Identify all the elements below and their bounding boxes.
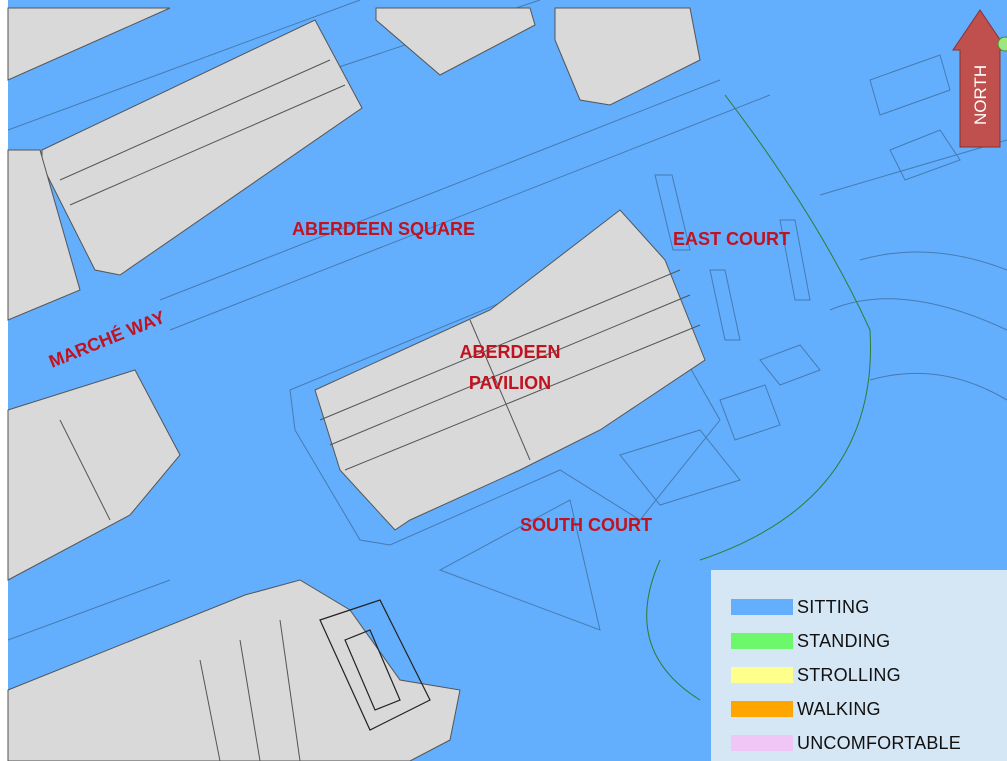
legend-item: UNCOMFORTABLE: [731, 726, 1007, 760]
island-ne-2: [889, 129, 961, 181]
legend-label: UNCOMFORTABLE: [797, 732, 961, 753]
roof-line: [199, 659, 221, 761]
roof-line: [344, 324, 701, 471]
legend-label: STROLLING: [797, 664, 901, 685]
curb-strip: [779, 219, 811, 301]
path-outline: [159, 79, 721, 301]
island-ne-1: [869, 54, 951, 116]
roof-line: [469, 319, 531, 461]
curb-strip: [654, 174, 691, 251]
building-nw-corner: [7, 7, 171, 81]
roof-line: [59, 59, 331, 181]
legend-item: STROLLING: [731, 658, 1007, 692]
road-curve: [819, 139, 1007, 196]
building-north-east: [554, 7, 701, 106]
north-arrow-label: NORTH: [971, 65, 990, 125]
label-pavilion-line2: PAVILION: [469, 373, 551, 393]
building-west: [7, 369, 181, 581]
legend-item: SITTING: [731, 590, 1007, 624]
legend-swatch-strolling: [731, 667, 793, 683]
roof-line: [329, 294, 691, 446]
roof-line: [59, 419, 111, 521]
legend-label: SITTING: [797, 596, 870, 617]
legend: SITTING STANDING STROLLING WALKING UNCOM…: [711, 570, 1007, 761]
green-boundary: [699, 94, 872, 561]
road-curve: [859, 251, 1007, 271]
legend-swatch-standing: [731, 633, 793, 649]
green-boundary: [646, 559, 701, 701]
legend-swatch-walking: [731, 701, 793, 717]
road-curve: [869, 372, 1007, 401]
building-southwest: [7, 579, 461, 761]
path-outline: [7, 579, 171, 641]
label-aberdeen-square: ABERDEEN SQUARE: [292, 219, 475, 239]
north-arrow: NORTH: [952, 9, 1007, 148]
label-pavilion-line1: ABERDEEN: [459, 342, 560, 362]
legend-swatch-uncomfortable: [731, 735, 793, 751]
roof-line: [279, 619, 301, 761]
structure-outline: [319, 599, 431, 731]
island-east-1: [619, 429, 741, 506]
path-outline: [7, 0, 361, 131]
legend-swatch-sitting: [731, 599, 793, 615]
triangle-island: [438, 499, 601, 631]
path-outline: [169, 94, 771, 331]
road-curve: [829, 298, 1007, 331]
label-south-court: SOUTH COURT: [520, 515, 652, 535]
curb-strip: [709, 269, 741, 341]
roof-line: [69, 84, 346, 206]
island-east-2: [719, 384, 781, 441]
legend-item: STANDING: [731, 624, 1007, 658]
building-north: [375, 7, 536, 76]
legend-label: STANDING: [797, 630, 891, 651]
island-east-3: [759, 344, 821, 386]
label-east-court: EAST COURT: [673, 229, 790, 249]
roof-line: [239, 639, 261, 761]
structure-outline: [344, 629, 401, 711]
legend-item: WALKING: [731, 692, 1007, 726]
legend-label: WALKING: [797, 698, 881, 719]
roof-line: [319, 269, 681, 421]
building-west-strip: [7, 149, 81, 321]
